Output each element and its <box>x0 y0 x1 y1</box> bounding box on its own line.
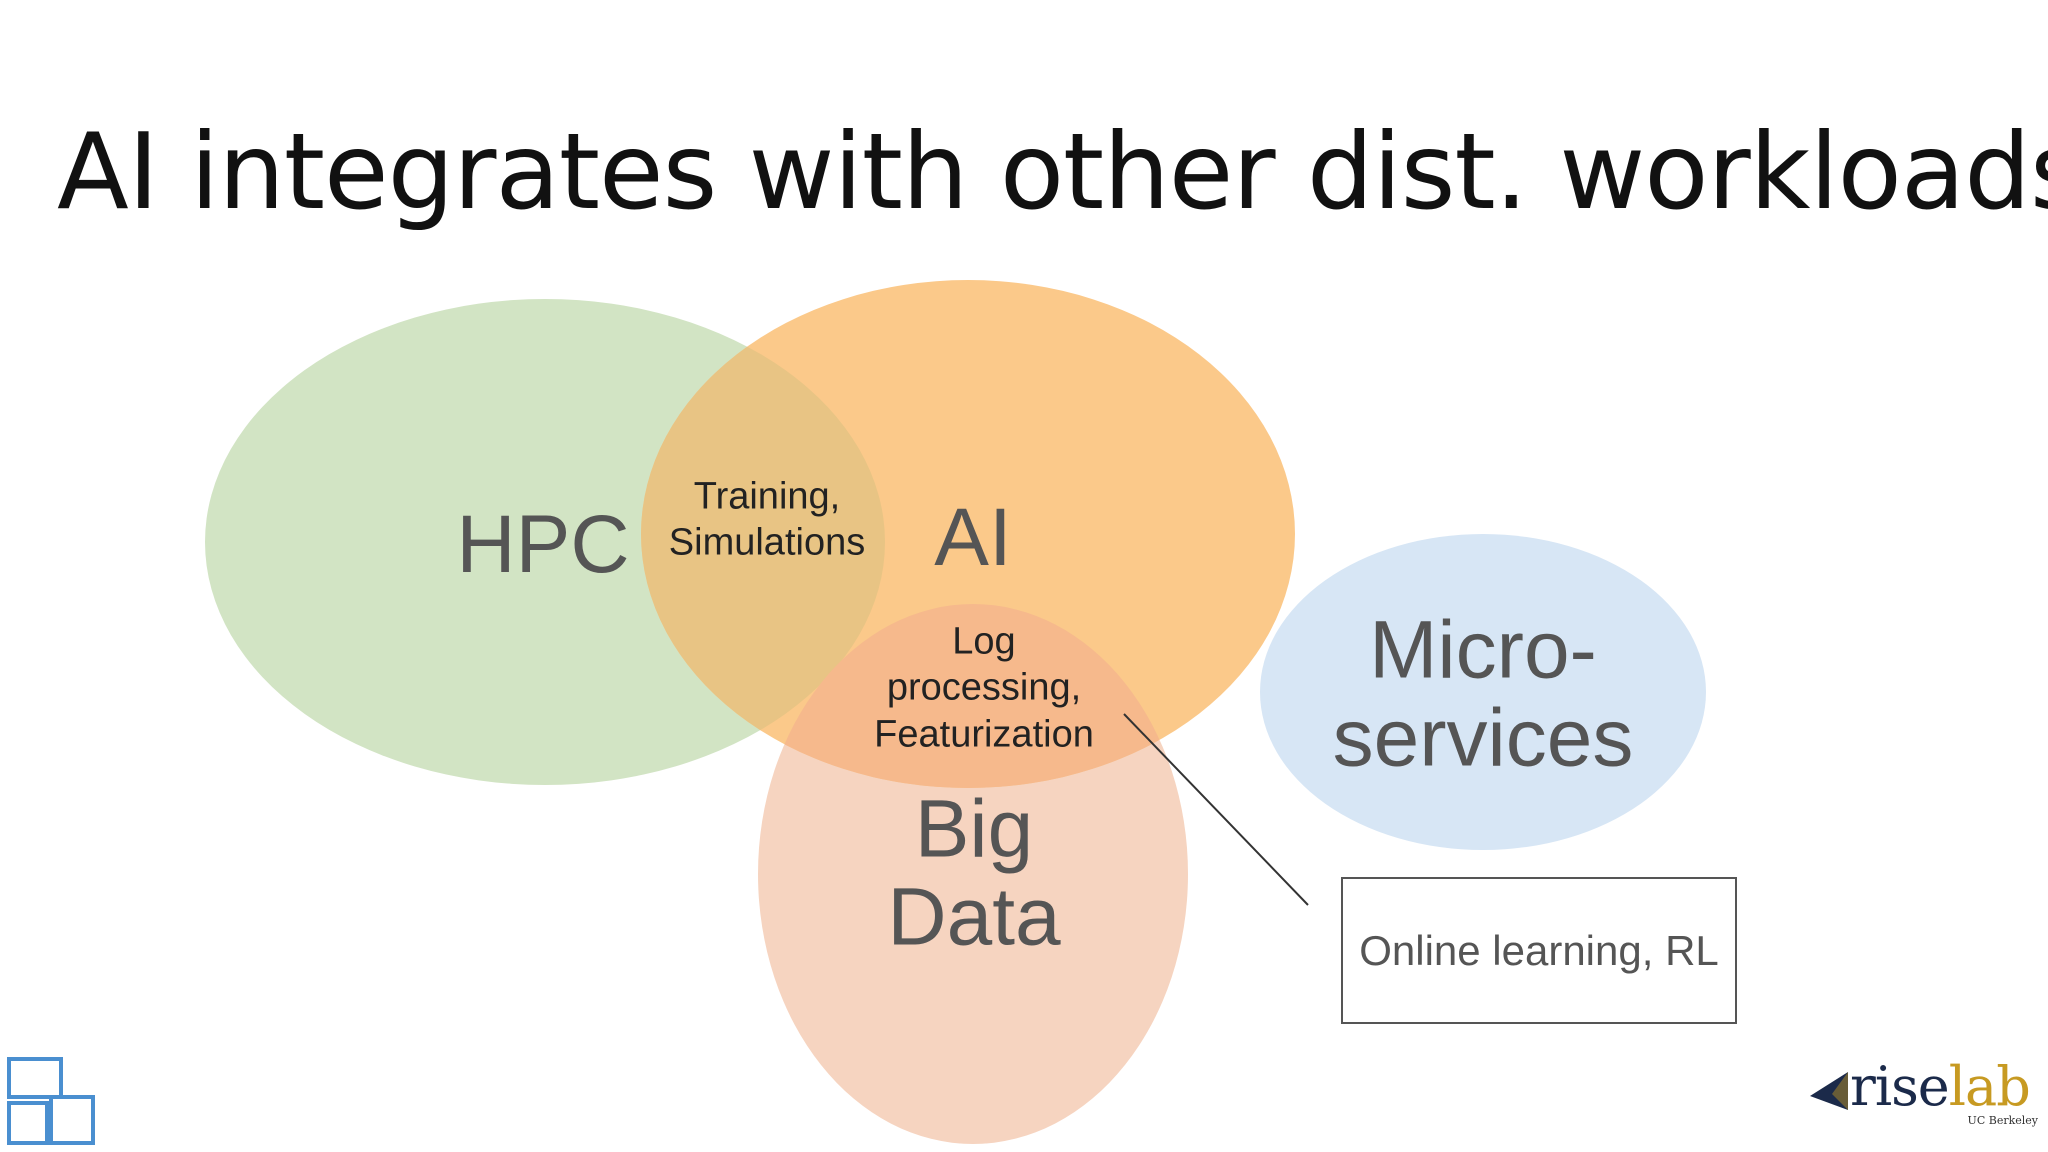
riselab-wordmark-rise: rise <box>1850 1055 1950 1118</box>
riselab-wordmark: riselab <box>1850 1060 2031 1114</box>
bigdata-label-line: Big <box>914 783 1034 875</box>
callout-box: Online learning, RL <box>1341 877 1737 1024</box>
hpc-ai-overlap-region <box>641 299 885 785</box>
bigdata-label-line: Data <box>887 871 1061 962</box>
microservices-label-line: services <box>1332 692 1634 783</box>
microservices-label-line: Micro- <box>1369 604 1597 696</box>
bigdata-label: Big Data <box>887 785 1060 960</box>
training-simulations-label: Training, Simulations <box>669 474 865 567</box>
microservices-set-circle <box>1260 534 1706 850</box>
log-processing-featurization-label: Log processing, Featurization <box>874 618 1094 757</box>
callout-label: Online learning, RL <box>1359 926 1719 974</box>
overlap-label-line: Simulations <box>668 522 866 564</box>
arrow-logo-icon <box>1810 1072 1848 1110</box>
overlap-label-line: Log <box>952 620 1016 663</box>
overlap-label-line: Featurization <box>874 713 1094 756</box>
microservices-label: Micro- services <box>1333 606 1634 781</box>
callout-connector-line <box>1123 713 1309 906</box>
overlap-label-line: processing, <box>886 666 1082 709</box>
squares-logo-icon <box>7 1057 95 1145</box>
hpc-label: HPC <box>456 499 630 591</box>
riselab-wordmark-lab: lab <box>1948 1055 2031 1118</box>
slide-title: AI integrates with other dist. workloads <box>57 111 2048 233</box>
riselab-logo: riselab UC Berkeley <box>1808 1060 2044 1128</box>
ai-label: AI <box>934 492 1012 584</box>
overlap-label-line: Training, <box>693 475 841 518</box>
ai-bigdata-overlap-region <box>758 604 1188 788</box>
riselab-subtitle: UC Berkeley <box>1967 1114 2038 1127</box>
